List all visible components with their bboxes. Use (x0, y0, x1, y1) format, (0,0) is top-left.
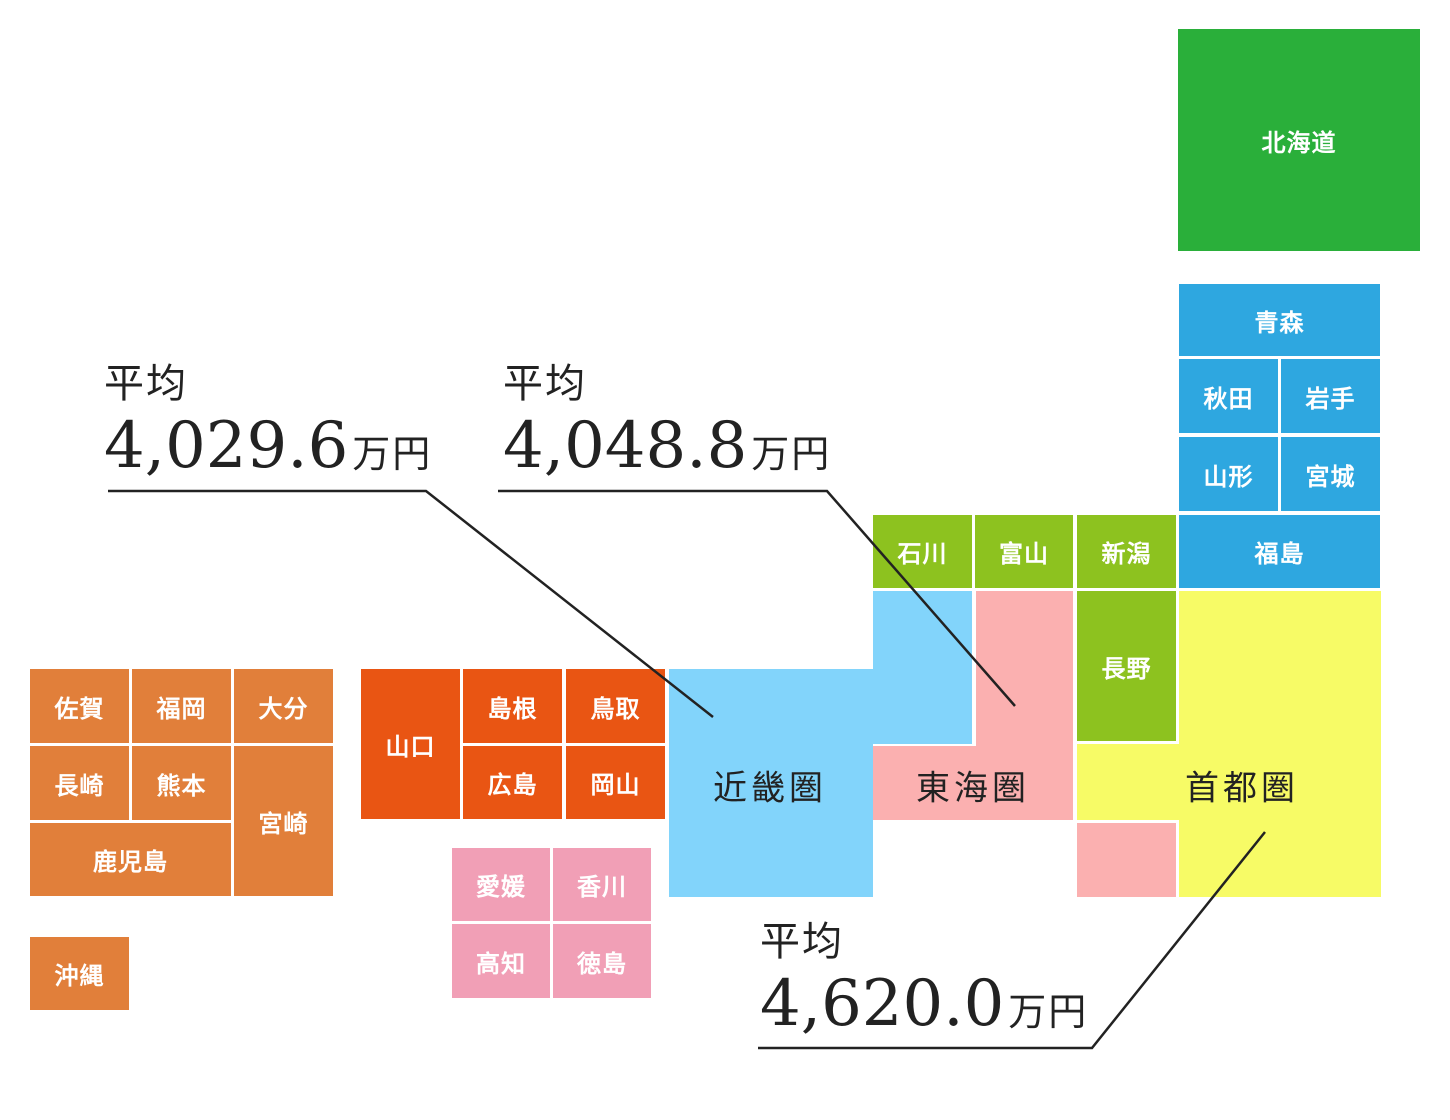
leader-shutoken (758, 831, 1266, 1050)
pref-tottori: 鳥取 (566, 669, 665, 743)
pref-yamagata: 山形 (1179, 437, 1278, 511)
leader-tokai (498, 489, 1016, 707)
pref-akita: 秋田 (1179, 359, 1278, 433)
callout-tokai-caption: 平均 (503, 361, 587, 407)
pref-okayama: 岡山 (566, 746, 665, 819)
region-label-kinki: 近畿圏 (713, 768, 827, 809)
tokai-area-small (1077, 823, 1176, 897)
region-label-tokai: 東海圏 (916, 768, 1030, 809)
pref-aomori: 青森 (1179, 284, 1380, 356)
pref-miyazaki: 宮崎 (234, 746, 333, 896)
region-label-shutoken: 首都圏 (1185, 768, 1299, 809)
pref-iwate: 岩手 (1281, 359, 1380, 433)
pref-kochi: 高知 (452, 924, 550, 998)
pref-niigata: 新潟 (1077, 515, 1176, 588)
pref-fukuoka: 福岡 (132, 669, 231, 743)
pref-okinawa: 沖縄 (30, 937, 129, 1010)
pref-fukushima: 福島 (1179, 515, 1380, 588)
callout-shutoken-unit: 万円 (1008, 990, 1089, 1034)
callout-tokai-value: 4,048.8 (503, 409, 748, 483)
callout-kinki-value: 4,029.6 (104, 409, 349, 483)
tokai-area (873, 591, 1073, 820)
pref-miyagi: 宮城 (1281, 437, 1380, 511)
kinki-area (669, 591, 972, 897)
pref-kagoshima: 鹿児島 (30, 823, 231, 896)
pref-oita: 大分 (234, 669, 333, 743)
pref-nagano: 長野 (1077, 591, 1176, 741)
pref-saga: 佐賀 (30, 669, 129, 743)
callout-shutoken-caption: 平均 (760, 919, 844, 965)
pref-hiroshima: 広島 (463, 746, 562, 819)
pref-ehime: 愛媛 (452, 848, 550, 921)
pref-yamaguchi: 山口 (361, 669, 460, 819)
pref-nagasaki: 長崎 (30, 746, 129, 820)
pref-ishikawa: 石川 (873, 515, 972, 588)
leader-kinki (108, 489, 714, 718)
pref-kumamoto: 熊本 (132, 746, 231, 820)
callout-tokai-unit: 万円 (751, 432, 832, 476)
pref-tokushima: 徳島 (553, 924, 651, 998)
callout-kinki-caption: 平均 (104, 361, 188, 407)
pref-toyama: 富山 (975, 515, 1073, 588)
pref-kagawa: 香川 (553, 848, 651, 921)
pref-hokkaido: 北海道 (1178, 29, 1420, 251)
callout-kinki-unit: 万円 (352, 432, 433, 476)
pref-shimane: 島根 (463, 669, 562, 743)
callout-shutoken-value: 4,620.0 (760, 967, 1005, 1041)
shutoken-area (1077, 591, 1381, 897)
